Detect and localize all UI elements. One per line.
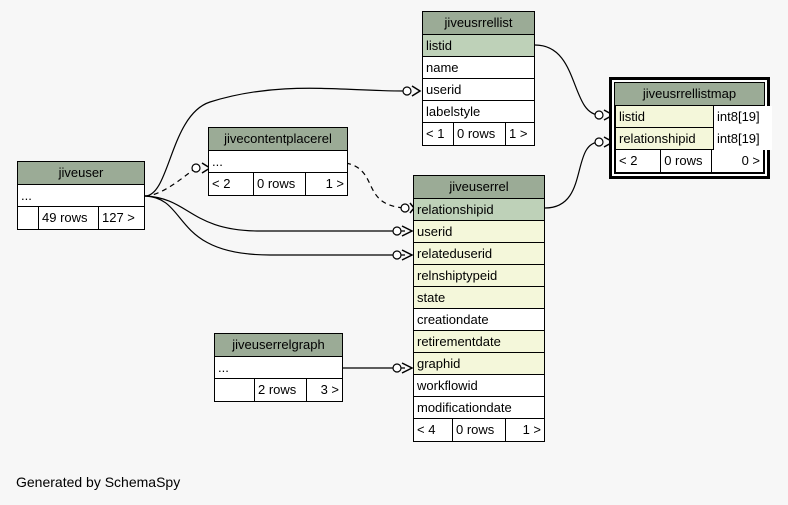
column-ellipsis: ... [209,151,347,173]
column-labelstyle: labelstyle [423,101,534,123]
column-ellipsis: ... [215,357,342,379]
parents-count [18,207,39,229]
children-count: 3 > [320,382,339,397]
crowfoot-marker [401,362,414,374]
zero-many-marker [400,203,410,213]
column-relnshiptypeid: relnshiptypeid [414,265,544,287]
column-name: name [423,57,534,79]
table-title: jiveusrrellistmap [615,83,764,106]
table-stats: < 1 0 rows 1 > [423,123,534,145]
generator-credit: Generated by SchemaSpy [16,474,181,490]
parents-count: < 4 [414,419,453,441]
parents-count: < 2 [616,150,662,172]
relation-line [144,195,405,232]
column-state: state [414,287,544,309]
crowfoot-marker [411,85,422,97]
column-name-label: relationshipid [619,131,696,146]
relation-line [345,162,406,209]
column-userid: userid [423,79,534,101]
row-count: 0 rows [661,150,713,172]
zero-many-marker [191,163,201,173]
table-title: jiveusrrellist [423,12,534,35]
column-workflowid: workflowid [414,375,544,397]
children-count: 1 > [325,176,344,191]
row-count: 0 rows [454,123,506,145]
relation-line [144,169,194,197]
table-jiveuserrelgraph[interactable]: jiveuserrelgraph ... 2 rows 3 > [214,333,343,402]
table-title: jiveuserrelgraph [215,334,342,357]
column-listid: listid int8[19] [616,106,772,128]
children-count: 127 > [102,210,135,225]
relation-line [144,87,406,197]
zero-many-marker [594,110,604,120]
zero-many-marker [392,363,402,373]
table-title: jiveuser [18,162,144,185]
column-relationshipid: relationshipid [414,199,544,221]
column-userid: userid [414,221,544,243]
column-creationdate: creationdate [414,309,544,331]
table-stats: 49 rows 127 > [18,207,144,229]
crowfoot-marker [401,249,414,261]
table-title: jiveuserrel [414,176,544,199]
table-title: jivecontentplacerel [209,128,347,151]
relation-line [534,44,601,116]
table-stats: 2 rows 3 > [215,379,342,401]
parents-count: < 2 [209,173,254,195]
row-count: 2 rows [255,379,307,401]
parents-count [215,379,255,401]
column-ellipsis: ... [18,185,144,207]
table-jiveusrrellistmap[interactable]: jiveusrrellistmap listid int8[19] relati… [609,77,772,179]
row-count: 0 rows [453,419,506,441]
zero-many-marker [594,137,604,147]
table-stats: < 4 0 rows 1 > [414,419,544,441]
children-count: 1 > [522,422,541,437]
zero-many-marker [392,250,402,260]
row-count: 0 rows [254,173,306,195]
zero-many-marker [392,226,402,236]
crowfoot-marker [401,225,414,237]
table-jiveuser[interactable]: jiveuser ... 49 rows 127 > [17,161,145,230]
column-name-label: listid [619,109,646,124]
table-jivecontentplacerel[interactable]: jivecontentplacerel ... < 2 0 rows 1 > [208,127,348,196]
column-type: int8[19] [713,106,772,128]
relation-line [144,195,405,256]
column-relationshipid: relationshipid int8[19] [616,128,772,150]
children-count: 0 > [741,153,760,168]
column-listid: listid [423,35,534,57]
zero-many-marker [402,86,412,96]
table-body: listid int8[19] relationshipid int8[19] … [615,106,772,173]
relation-line [544,141,601,209]
parents-count: < 1 [423,123,454,145]
column-relateduserid: relateduserid [414,243,544,265]
table-stats: < 2 0 rows 0 > [616,150,763,172]
table-stats: < 2 0 rows 1 > [209,173,347,195]
column-graphid: graphid [414,353,544,375]
column-modificationdate: modificationdate [414,397,544,419]
column-type: int8[19] [713,128,772,150]
row-count: 49 rows [39,207,99,229]
column-retirementdate: retirementdate [414,331,544,353]
table-jiveuserrel[interactable]: jiveuserrel relationshipid userid relate… [413,175,545,442]
children-count: 1 > [509,126,528,141]
table-jiveusrrellist[interactable]: jiveusrrellist listid name userid labels… [422,11,535,146]
